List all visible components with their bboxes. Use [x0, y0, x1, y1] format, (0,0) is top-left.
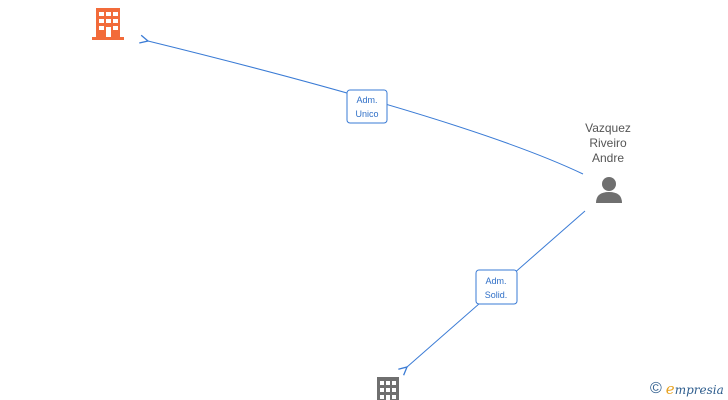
company-node-bottom[interactable]: [377, 377, 399, 400]
person-node[interactable]: [596, 177, 622, 203]
brand-initial: e: [665, 380, 675, 398]
edge-label-line: Adm.: [356, 95, 377, 105]
brand-logo: empresia: [666, 380, 724, 398]
company-node-top[interactable]: [92, 8, 124, 40]
person-name-line: Vazquez: [585, 121, 631, 135]
edge-label-line: Adm.: [485, 276, 506, 286]
person-name-label: Vazquez Riveiro Andre: [572, 121, 644, 166]
edge-label-adm-unico: Adm. Unico: [346, 89, 388, 124]
person-name-line: Riveiro: [589, 136, 627, 150]
copyright-icon: ©: [650, 380, 662, 397]
brand-rest: mpresia: [674, 383, 724, 397]
edge-adm-unico: [148, 41, 584, 175]
person-icon: [596, 177, 622, 203]
brand-watermark: © empresia: [650, 379, 724, 399]
edge-label-adm-solid: Adm. Solid.: [475, 269, 518, 305]
edge-label-line: Unico: [355, 109, 378, 119]
edge-label-line: Solid.: [485, 290, 508, 300]
person-name-line: Andre: [591, 151, 625, 165]
